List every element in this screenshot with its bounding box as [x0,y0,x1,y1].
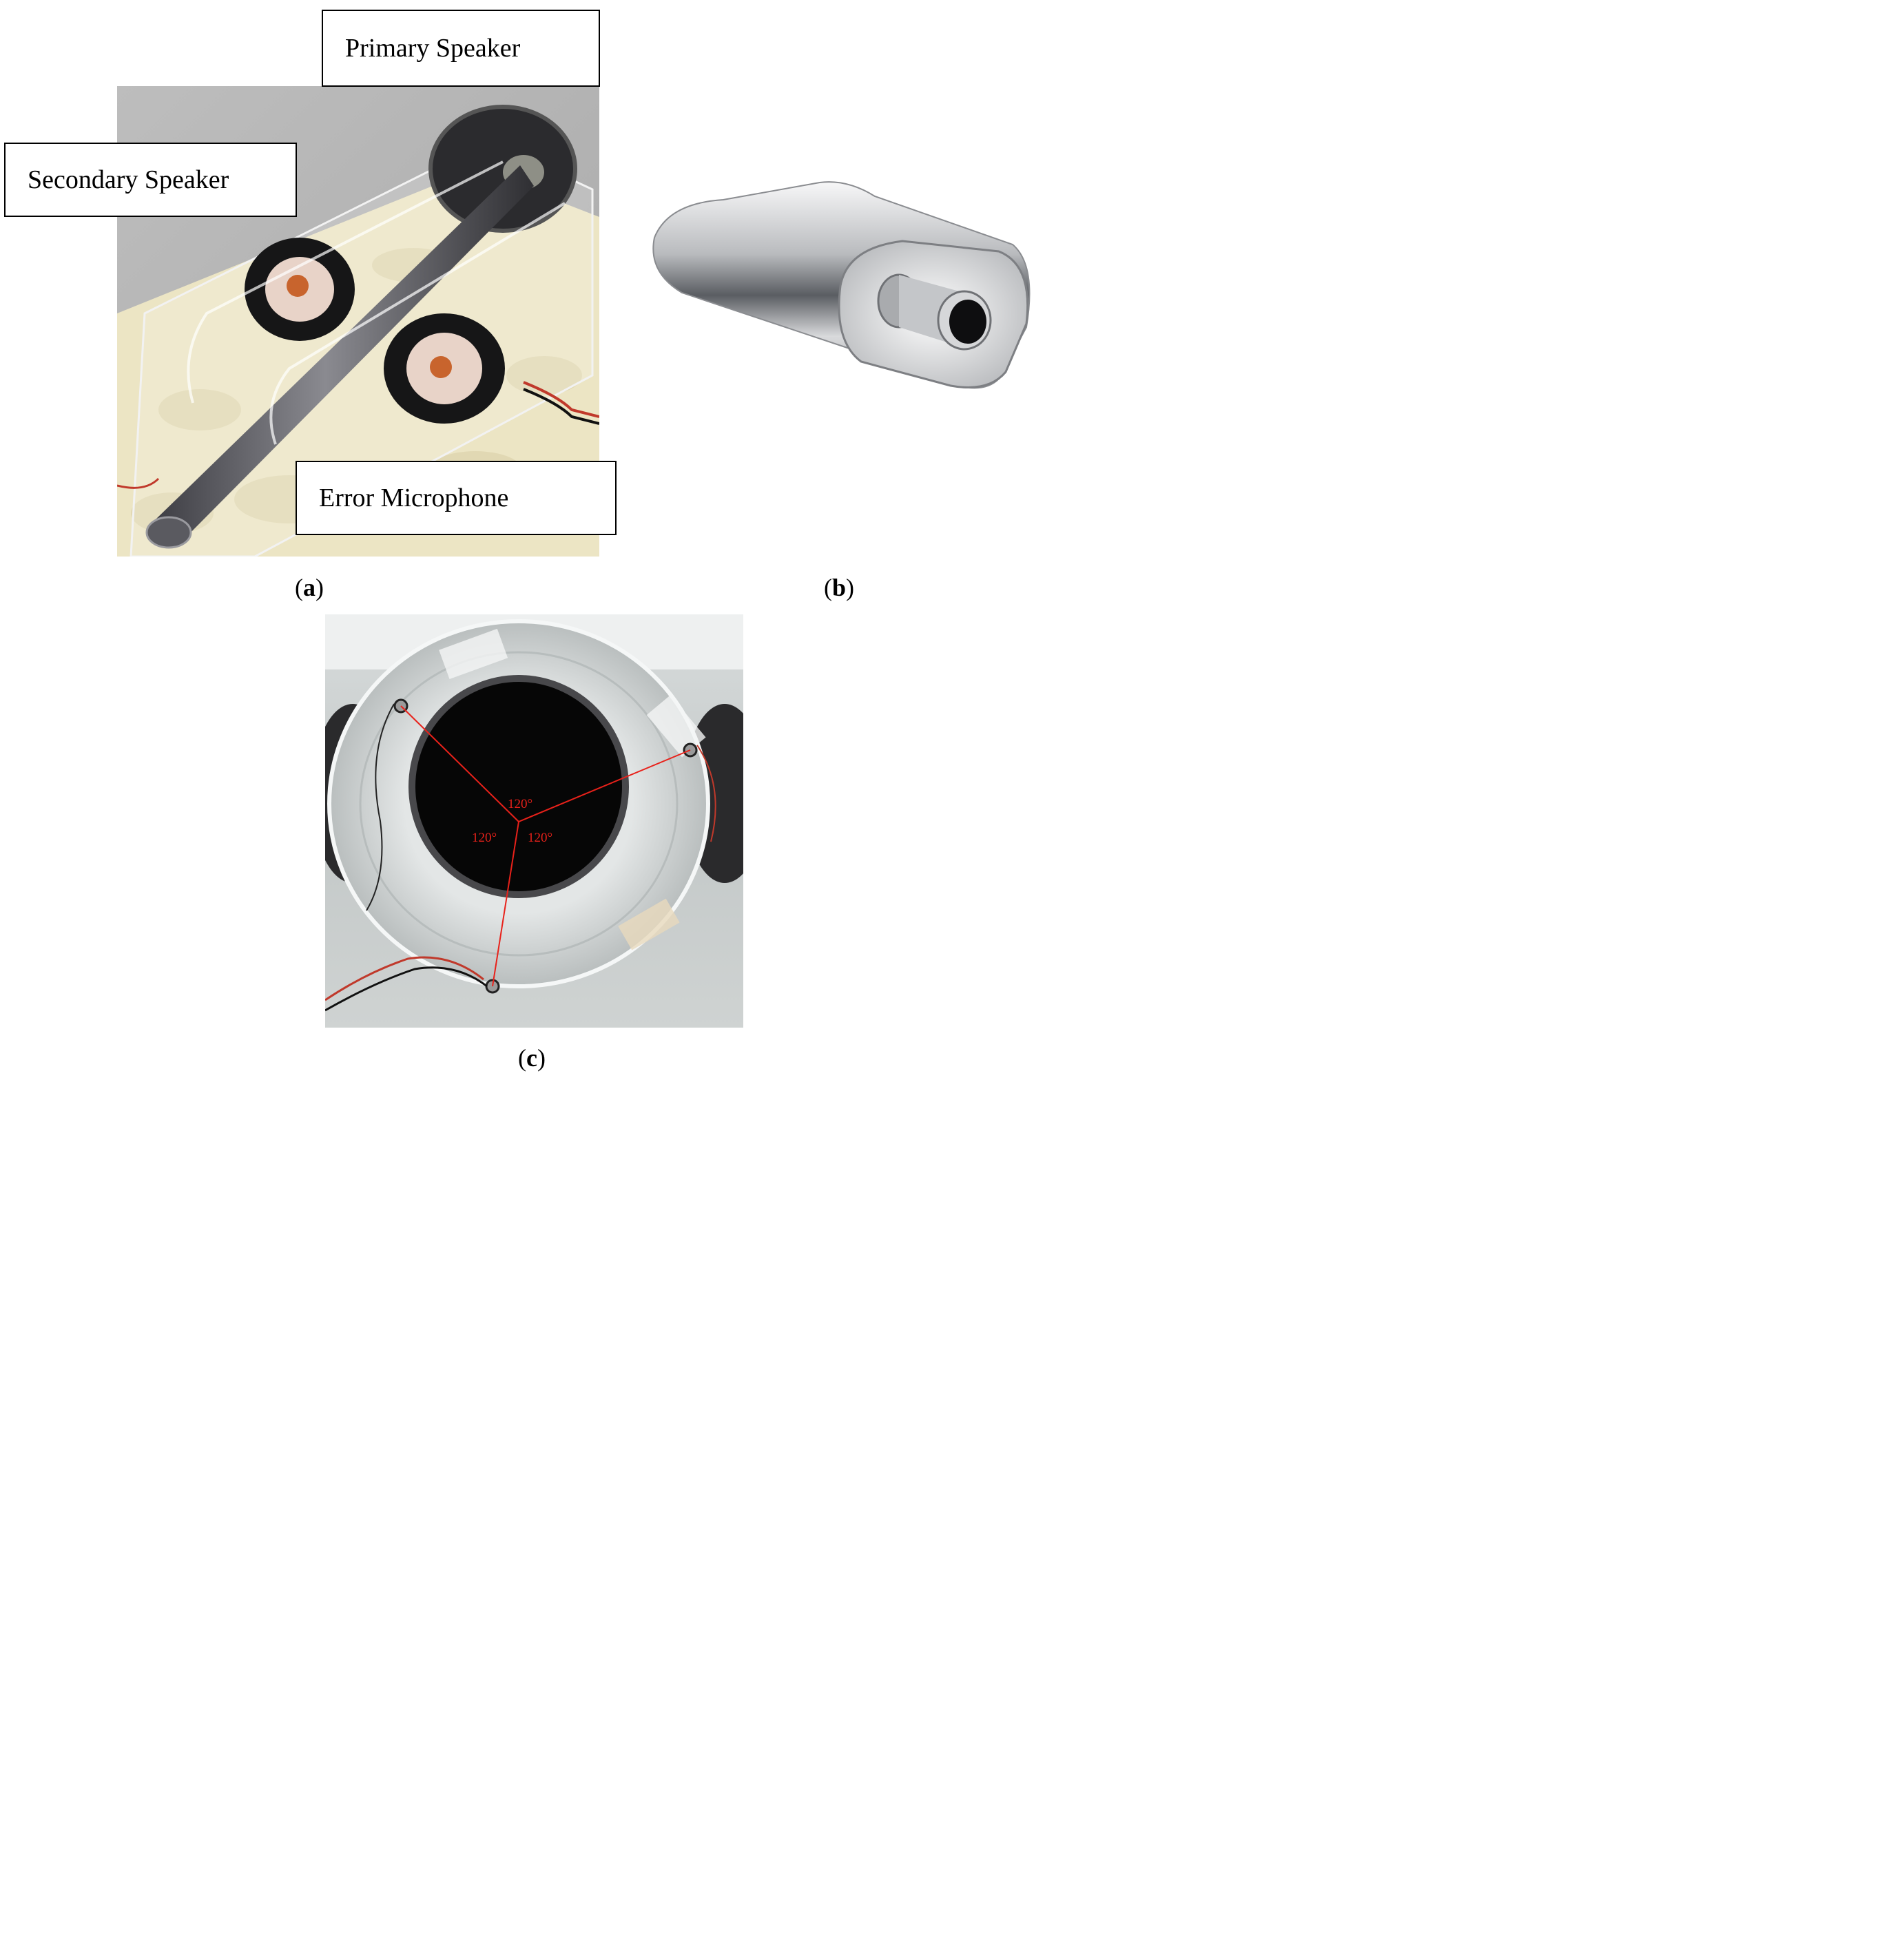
secondary-speaker-text: Secondary Speaker [28,165,229,194]
primary-speaker-label: Primary Speaker [322,10,600,87]
angle-label-left: 120° [472,831,497,845]
primary-speaker-text: Primary Speaker [345,34,521,63]
panel-b-muffler-photo [641,176,1040,403]
angle-label-right: 120° [528,831,552,845]
angle-line-3 [492,821,519,987]
secondary-speaker-label: Secondary Speaker [4,143,297,217]
angle-line-1 [400,705,519,822]
caption-a-letter: a [303,574,315,601]
caption-c: (c) [518,1044,546,1072]
caption-a: (a) [295,574,324,601]
error-microphone-label: Error Microphone [296,461,617,535]
panel-c-photo: 120° 120° 120° [325,614,743,1028]
caption-b-letter: b [832,574,847,601]
angle-label-top: 120° [508,797,532,811]
error-microphone-text: Error Microphone [319,484,509,512]
caption-b: (b) [824,574,855,601]
caption-c-letter: c [526,1044,537,1072]
panel-a-photo [117,86,599,557]
angle-line-2 [518,749,691,822]
